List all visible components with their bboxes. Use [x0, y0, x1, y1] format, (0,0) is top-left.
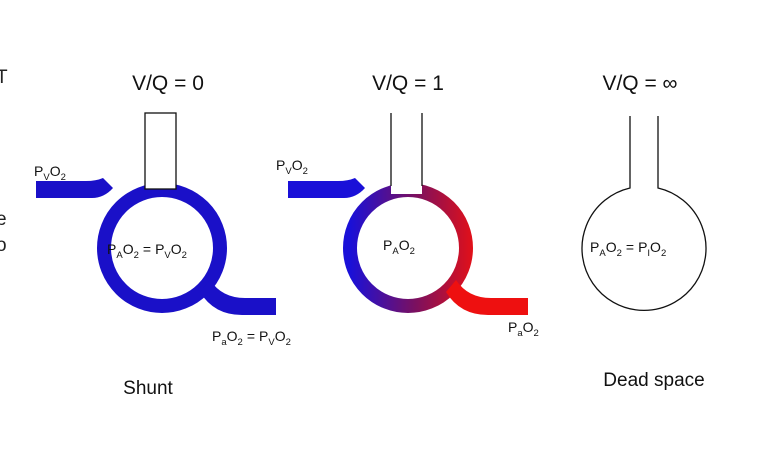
panel-matched: V/Q = 1 PVO2 PAO2 PaO2	[276, 72, 539, 339]
outflow-label: PaO2=PVO2	[212, 328, 291, 348]
alveolus-outline	[582, 116, 706, 310]
airway-open	[391, 112, 422, 194]
outflow-label: PaO2	[508, 319, 539, 339]
inflow-label: PVO2	[34, 163, 66, 183]
alveolar-pressure-label: PAO2	[383, 237, 415, 257]
airway-closed	[145, 113, 176, 189]
panel-title: V/Q = 0	[132, 72, 204, 95]
cropped-text-fragment: T	[0, 68, 10, 87]
cropped-text-fragment: e	[0, 210, 10, 229]
inflow-label: PVO2	[276, 157, 308, 177]
alveolar-pressure-label: PAO2=PIO2	[590, 239, 666, 259]
cropped-text-fragment: o	[0, 236, 10, 255]
alveolar-pressure-label: PAO2=PVO2	[107, 241, 187, 261]
panel-dead-space: V/Q = ∞ PAO2=PIO2 Dead space	[582, 72, 706, 391]
panel-caption: Shunt	[123, 378, 173, 399]
panel-title: V/Q = ∞	[602, 72, 677, 95]
panel-caption: Dead space	[603, 370, 704, 391]
panel-title: V/Q = 1	[372, 72, 444, 95]
panel-shunt: V/Q = 0 PVO2 PAO2=PVO2 PaO2=PVO2 Shunt	[34, 72, 291, 399]
